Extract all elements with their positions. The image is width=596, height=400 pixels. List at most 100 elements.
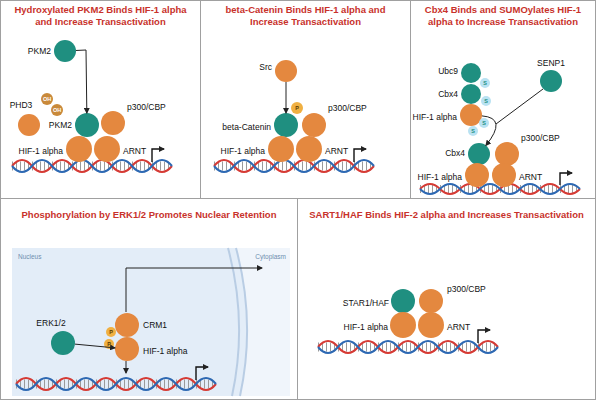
protein-label: Ubc9 bbox=[438, 66, 458, 76]
protein-label: CRM1 bbox=[143, 320, 167, 330]
protein-circle: Ubc9 bbox=[461, 63, 481, 83]
region-label: Nucleus bbox=[18, 253, 41, 260]
dna-strand bbox=[12, 160, 172, 172]
protein-label: Src bbox=[259, 62, 272, 72]
panel-box: Cbx4 Binds and SUMOylates HIF-1 alpha to… bbox=[410, 0, 596, 199]
protein-label: ARNT bbox=[325, 146, 348, 156]
protein-label: HIF-1 alpha bbox=[221, 146, 265, 156]
modification-circle: P bbox=[291, 102, 303, 114]
nuclear-membrane bbox=[236, 248, 247, 396]
protein-circle: CRM1 bbox=[115, 313, 139, 337]
protein-circle: Cbx4 bbox=[461, 84, 481, 104]
modification-circle: P bbox=[104, 339, 114, 349]
protein-circle: SENP1 bbox=[540, 70, 562, 92]
transcription-arrow bbox=[560, 173, 572, 185]
cytoplasm-area bbox=[236, 248, 290, 396]
dna-strand bbox=[318, 341, 498, 353]
protein-label: HIF-1 alpha bbox=[344, 322, 388, 332]
dna-strand bbox=[318, 341, 498, 353]
connector-arrow bbox=[76, 50, 87, 113]
modification-label: S bbox=[471, 128, 475, 134]
protein-label: SENP1 bbox=[537, 58, 565, 68]
panel-title: Cbx4 Binds and SUMOylates HIF-1 alpha to… bbox=[411, 1, 595, 30]
binding-arrow bbox=[126, 361, 127, 373]
modification-label: S bbox=[482, 120, 486, 126]
transcription-arrow bbox=[478, 330, 490, 343]
panel-box: beta-Catenin Binds HIF-1 alpha and Incre… bbox=[200, 0, 411, 199]
protein-label: PHD3 bbox=[10, 100, 33, 110]
transcription-arrow bbox=[354, 149, 366, 162]
panel-box: Hydroxylated PKM2 Binds HIF-1 alpha and … bbox=[0, 0, 201, 199]
modification-circle: S bbox=[479, 118, 489, 128]
modification-circle: OH bbox=[51, 104, 63, 116]
protein-circle: p300/CBP bbox=[302, 113, 326, 137]
modification-circle: P bbox=[106, 327, 116, 337]
panel-title: Hydroxylated PKM2 Binds HIF-1 alpha and … bbox=[1, 1, 200, 30]
modification-circle: S bbox=[481, 96, 491, 106]
protein-label: HIF-1 alpha bbox=[143, 346, 187, 356]
protein-circle: PKM2 bbox=[54, 40, 76, 62]
protein-label: STAR1/HAF bbox=[343, 298, 389, 308]
protein-label: p300/CBP bbox=[328, 103, 367, 113]
nucleus-area bbox=[12, 248, 290, 396]
dna-strand bbox=[214, 160, 374, 172]
dna-strand bbox=[214, 160, 374, 172]
connector-arrow bbox=[482, 116, 496, 146]
protein-circle: HIF-1 alpha bbox=[465, 163, 489, 187]
protein-circle: HIF-1 alpha bbox=[66, 136, 92, 162]
protein-circle: beta-Catenin bbox=[274, 113, 298, 137]
protein-label: p300/CBP bbox=[447, 284, 486, 294]
protein-label: ERK1/2 bbox=[36, 318, 65, 328]
modification-label: OH bbox=[53, 107, 61, 113]
modification-circle: S bbox=[468, 126, 478, 136]
protein-circle: HIF-1 alpha bbox=[268, 136, 294, 162]
protein-circle: ARNT bbox=[418, 312, 444, 338]
modification-label: OH bbox=[43, 96, 51, 102]
protein-circle: ARNT bbox=[296, 136, 322, 162]
modification-label: S bbox=[484, 98, 488, 104]
protein-circle: ARNT bbox=[94, 136, 120, 162]
protein-circle: ERK1/2 bbox=[51, 331, 75, 355]
protein-circle: STAR1/HAF bbox=[391, 289, 415, 313]
panel-title: SART1/HAF Binds HIF-2 alpha and Increase… bbox=[298, 199, 595, 224]
modification-label: S bbox=[483, 80, 487, 86]
modification-circle: S bbox=[480, 78, 490, 88]
protein-label: ARNT bbox=[123, 146, 146, 156]
protein-label: p300/CBP bbox=[521, 133, 560, 143]
nuclear-membrane bbox=[228, 248, 239, 396]
protein-label: p300/CBP bbox=[127, 102, 166, 112]
protein-label: HIF-1 alpha bbox=[418, 172, 462, 182]
modification-label: P bbox=[295, 105, 299, 111]
protein-circle: Src bbox=[275, 60, 297, 82]
connector-arrow bbox=[286, 82, 287, 113]
dna-strand bbox=[16, 378, 216, 390]
protein-circle: HIF-1 alpha bbox=[115, 337, 139, 361]
transcription-arrow bbox=[152, 149, 164, 162]
panel-title: beta-Catenin Binds HIF-1 alpha and Incre… bbox=[201, 1, 410, 30]
protein-label: HIF-1 alpha bbox=[413, 112, 457, 122]
dna-strand bbox=[12, 160, 172, 172]
protein-circle: p300/CBP bbox=[419, 289, 443, 313]
protein-circle: HIF-1 alpha bbox=[390, 312, 416, 338]
region-label: Cytoplasm bbox=[255, 253, 286, 260]
transcription-arrow bbox=[196, 367, 208, 380]
protein-label: Cbx4 bbox=[438, 89, 458, 99]
export-arrow bbox=[126, 268, 262, 312]
modification-label: P bbox=[109, 329, 113, 335]
protein-label: PKM2 bbox=[49, 120, 72, 130]
dna-strand bbox=[16, 378, 216, 390]
dna-rungs bbox=[318, 343, 498, 352]
modification-circle: OH bbox=[41, 93, 53, 105]
protein-circle: PKM2 bbox=[75, 113, 99, 137]
modification-label: P bbox=[107, 341, 111, 347]
protein-label: PKM2 bbox=[28, 46, 51, 56]
panel-title: Phosphorylation by ERK1/2 Promotes Nucle… bbox=[1, 199, 297, 224]
panel-box: Phosphorylation by ERK1/2 Promotes Nucle… bbox=[0, 198, 298, 400]
senp1-line bbox=[496, 89, 543, 124]
protein-label: Cbx4 bbox=[445, 148, 465, 158]
protein-circle: ARNT bbox=[492, 163, 516, 187]
protein-label: ARNT bbox=[519, 172, 542, 182]
